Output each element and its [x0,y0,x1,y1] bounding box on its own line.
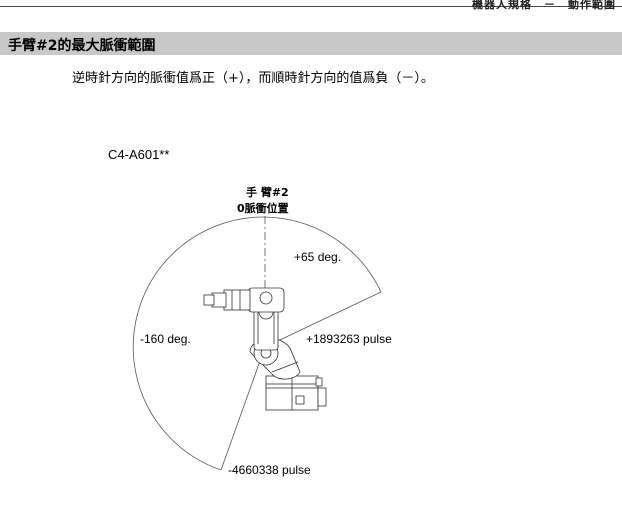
section-header-bar: 手臂#2的最大脈衝範圍 [0,32,622,55]
plus-pulse-label: +1893263 pulse [306,332,392,346]
running-header: 機器人規格 － 動作範圍 [472,0,616,11]
minus-pulse-label: -4660338 pulse [228,463,311,477]
model-label: C4-A601** [108,147,170,162]
section-title: 手臂#2的最大脈衝範圍 [8,38,156,54]
plus-angle-label: +65 deg. [294,250,341,264]
header-rule [0,6,622,7]
minus-limit-line [220,346,266,471]
minus-angle-label: -160 deg. [140,332,191,346]
description-text: 逆時針方向的脈衝值爲正（+），而順時針方向的值爲負（－）。 [72,71,434,86]
plus-limit-line [264,291,382,348]
zero-position-label: 0脈衝位置 [237,201,289,215]
arm-label: 手 臂#2 [246,185,289,199]
range-arc [132,216,382,471]
robot-illustration [203,287,327,411]
